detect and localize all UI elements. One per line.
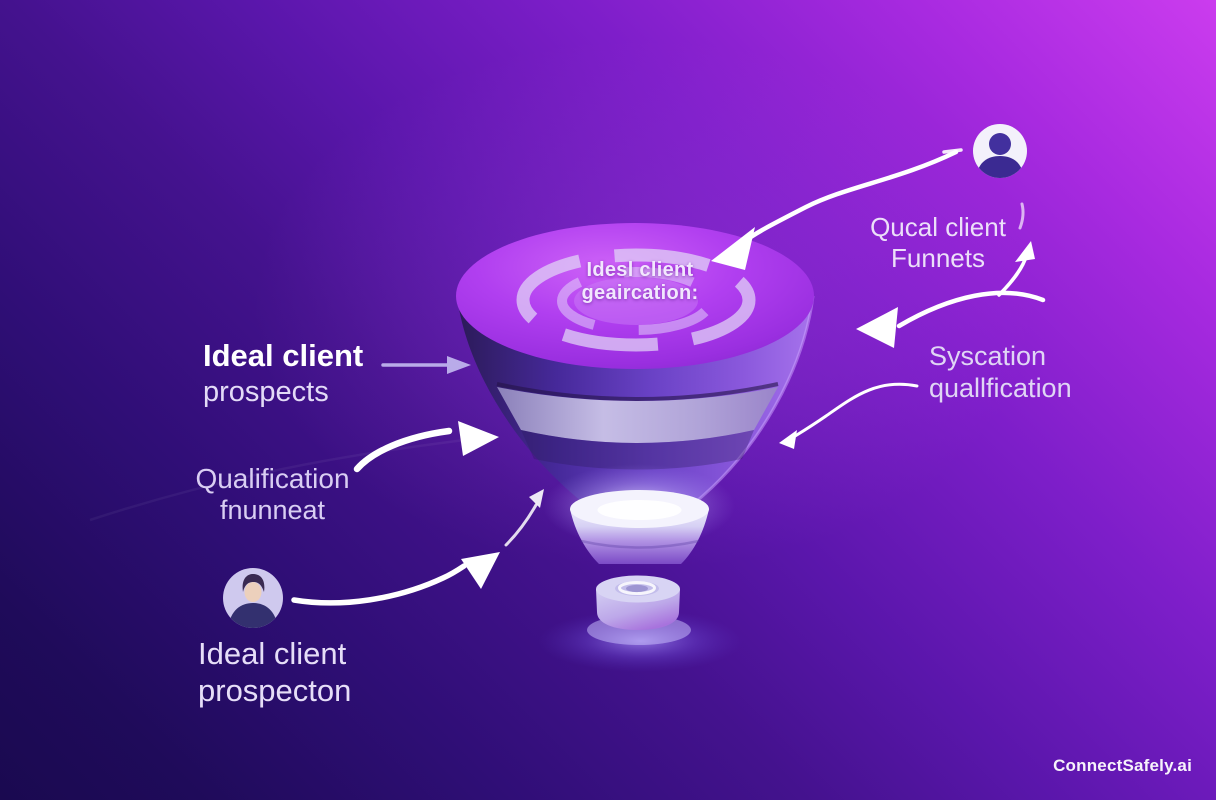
label-line: fnunneat <box>219 495 326 526</box>
funnel-top-label: Idesl client geaircation: <box>540 259 740 305</box>
funnel-top-label-line2: geaircation: <box>581 282 699 304</box>
funnel-stem-segment <box>570 490 709 564</box>
label-line: prospects <box>203 375 329 408</box>
label-line: Qucal client <box>870 212 1006 242</box>
arrow-qualification-into-funnel <box>353 421 499 473</box>
label-ideal-client-prospecton: Ideal client prospecton <box>198 636 351 709</box>
label-line: Qualification <box>195 463 350 494</box>
arrows <box>291 148 1046 606</box>
background-streak <box>89 436 481 522</box>
person-avatar-icon-bottom-left <box>223 568 283 628</box>
label-line: Ideal client <box>198 636 347 671</box>
label-qucal-client-funnets: Qucal client Funnets <box>848 212 1028 273</box>
label-line: prospecton <box>198 672 352 708</box>
person-avatar-icon-top-right <box>973 124 1027 178</box>
arrow-fragment-near-avatar <box>942 148 963 154</box>
label-ideal-client-prospects: Ideal client prospects <box>203 338 363 409</box>
arrow-left-into-funnel-right <box>856 290 1046 348</box>
funnel-inner-disc <box>574 277 698 325</box>
arrow-thin-up-to-funnel-bottom <box>504 489 544 547</box>
arrow-ideal-client-pointer <box>381 356 471 374</box>
watermark-brand: ConnectSafely.ai <box>1053 756 1192 775</box>
label-line: Funnets <box>891 242 985 273</box>
funnel-top-label-line1: Idesl client <box>586 259 694 281</box>
arrow-top-right-into-funnel <box>711 149 959 270</box>
label-line: Syscation <box>929 341 1047 371</box>
label-line: Ideal client <box>203 338 364 373</box>
funnel-ring-outer <box>516 248 756 352</box>
funnel-light-band <box>497 387 778 443</box>
funnel-ring-inner <box>557 267 715 335</box>
label-syscation-qualification: Syscation quallfication <box>929 341 1072 405</box>
label-qualification-funnel: Qualification fnunneat <box>175 462 370 527</box>
outlet-ring-highlight <box>618 581 656 595</box>
funnel-shade-band <box>521 430 754 470</box>
label-line: quallfication <box>929 372 1072 403</box>
arrow-from-bottom-avatar <box>291 552 500 606</box>
funnel-outlet-puck <box>596 575 680 630</box>
arrow-thin-into-funnel-lower-right <box>779 382 919 449</box>
funnel-band-divider <box>496 382 779 401</box>
